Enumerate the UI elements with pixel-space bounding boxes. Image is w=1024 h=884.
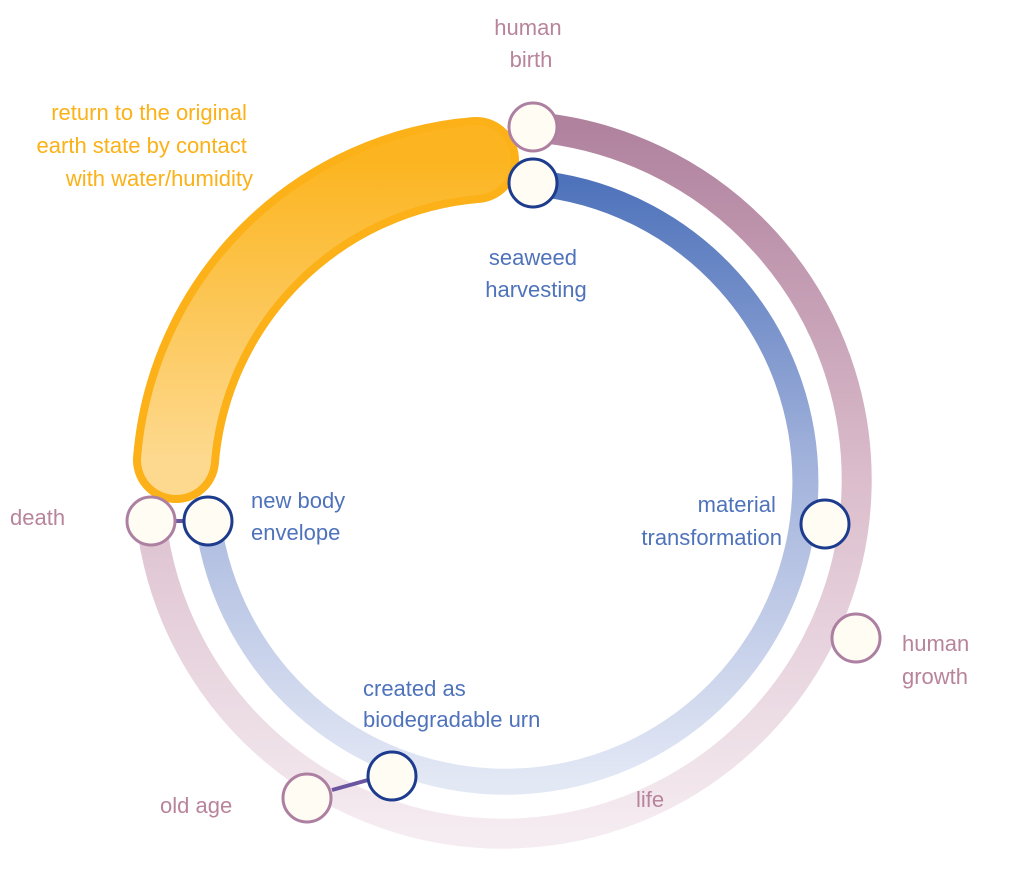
seaweed-harvesting-node xyxy=(507,157,559,209)
oldage-urn-connector xyxy=(331,778,369,792)
human-birth-node xyxy=(507,101,559,153)
death-node xyxy=(125,495,177,547)
return-to-earth-arc xyxy=(141,125,511,495)
label-old-age: old age xyxy=(160,793,232,818)
label-seaweed-harvesting: seaweed harvesting xyxy=(485,245,587,302)
label-death: death xyxy=(10,505,65,530)
label-created-as-urn: created as biodegradable urn xyxy=(363,676,540,732)
label-life: life xyxy=(636,787,664,812)
old-age-node xyxy=(281,772,333,824)
label-material-transformation: material transformation xyxy=(641,492,782,550)
seaweed-cycle-ring xyxy=(195,170,819,795)
label-new-body-envelope: new body envelope xyxy=(251,488,351,545)
new-body-envelope-node xyxy=(182,495,234,547)
human-life-ring xyxy=(136,112,872,849)
label-human-growth: human growth xyxy=(902,631,975,689)
label-return-earth: return to the original earth state by co… xyxy=(37,100,253,191)
human-growth-node xyxy=(830,612,882,664)
label-human-birth: human birth xyxy=(494,15,567,72)
urn-node xyxy=(366,750,418,802)
material-transformation-node xyxy=(799,498,851,550)
